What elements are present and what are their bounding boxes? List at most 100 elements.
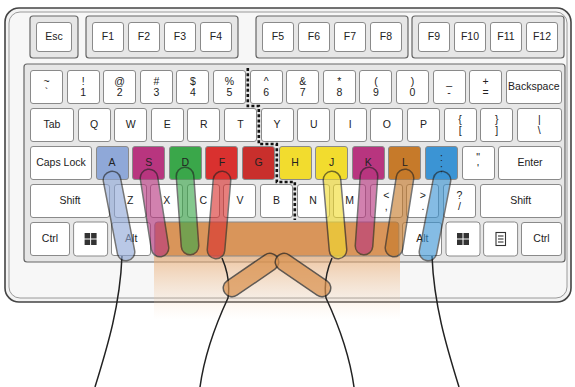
finger xyxy=(112,180,126,252)
key-label: Y xyxy=(274,119,281,130)
key-label: { xyxy=(458,114,462,125)
keyboard-key: F2 xyxy=(128,22,160,52)
key-label: P xyxy=(420,119,427,130)
thumb-zone-glow xyxy=(154,256,400,320)
keyboard-key: I xyxy=(334,108,367,142)
key-label: & xyxy=(299,76,306,87)
finger-fill xyxy=(284,262,322,288)
key-label: | xyxy=(538,114,541,125)
key-label: L xyxy=(402,157,408,168)
key-label: . xyxy=(421,201,424,212)
menu-icon-line xyxy=(498,235,504,236)
finger-fill xyxy=(216,180,222,250)
keyboard-key: F11 xyxy=(490,22,522,52)
keyboard-key: C xyxy=(187,184,220,218)
windows-icon-pane xyxy=(85,233,91,239)
key-label: ; xyxy=(440,163,443,174)
keyboard-key: _- xyxy=(433,70,466,104)
key-label: F1 xyxy=(102,31,114,42)
key-label: B xyxy=(273,195,280,206)
key-label: 7 xyxy=(300,87,306,98)
finger xyxy=(428,180,442,252)
keyboard-key: #3 xyxy=(140,70,173,104)
menu-icon-frame xyxy=(496,233,506,246)
keyboard-key: G xyxy=(242,146,275,180)
keyboard-key: R xyxy=(187,108,220,142)
keyboard-key: Y xyxy=(261,108,294,142)
key-label: Alt xyxy=(416,233,428,244)
finger-outline xyxy=(232,262,270,288)
keyboard-key: )0 xyxy=(396,70,429,104)
windows-icon-pane xyxy=(85,240,91,246)
keyboard-key: P xyxy=(407,108,440,142)
key-label: F8 xyxy=(380,31,392,42)
keyboard-key: Shift xyxy=(30,184,110,218)
key-label: Caps Lock xyxy=(36,157,86,168)
key-label: [ xyxy=(459,125,462,136)
key-label: ^ xyxy=(264,76,269,87)
key-group-outline xyxy=(30,16,78,58)
key-label: F5 xyxy=(272,31,284,42)
key-label: Alt xyxy=(125,233,137,244)
keyboard-key: |\ xyxy=(517,108,562,142)
key-label: Shift xyxy=(510,195,531,206)
finger xyxy=(185,176,190,246)
finger xyxy=(149,178,160,248)
windows-key xyxy=(446,222,480,256)
key-group-outline xyxy=(412,16,564,58)
keyboard-key: ?/ xyxy=(443,184,476,218)
keyboard-key: F9 xyxy=(418,22,450,52)
keyboard-key: A xyxy=(96,146,129,180)
keyboard-key: J xyxy=(315,146,348,180)
key-label: K xyxy=(365,157,372,168)
key-label: F7 xyxy=(344,31,356,42)
keyboard-key: B xyxy=(260,184,293,218)
keyboard-key: Tab xyxy=(30,108,74,142)
key-label: F11 xyxy=(497,31,514,42)
keyboard-key: >. xyxy=(406,184,439,218)
key-label: ] xyxy=(495,125,498,136)
key-label: C xyxy=(200,195,208,206)
windows-icon-pane xyxy=(91,233,97,239)
key-label: * xyxy=(337,76,341,87)
keyboard-key: Enter xyxy=(498,146,562,180)
finger-fill xyxy=(185,176,190,246)
keyboard-key: Ctrl xyxy=(30,222,70,256)
key-label: $ xyxy=(190,76,196,87)
keyboard-key: F8 xyxy=(370,22,402,52)
key-label: E xyxy=(164,119,171,130)
keyboard-key: Esc xyxy=(36,22,72,52)
key-label: 1 xyxy=(80,87,86,98)
key-label: ` xyxy=(45,87,49,98)
finger-outline xyxy=(149,178,160,248)
keyboard-key: F3 xyxy=(164,22,196,52)
key-label: ( xyxy=(374,76,378,87)
key-label: # xyxy=(153,76,159,87)
keyboard-key: }] xyxy=(480,108,513,142)
finger xyxy=(364,176,369,246)
keyboard-key: Backspace xyxy=(506,70,562,104)
key-label: / xyxy=(458,201,461,212)
keyboard-key: M xyxy=(333,184,366,218)
key-label: " xyxy=(476,152,480,163)
key-label: ) xyxy=(411,76,415,87)
keyboard-key: F12 xyxy=(526,22,558,52)
palm-outline xyxy=(95,256,122,387)
key-label: F2 xyxy=(138,31,150,42)
keyboard-key: F6 xyxy=(298,22,330,52)
keyboard-key: <, xyxy=(370,184,403,218)
windows-icon xyxy=(457,233,469,245)
finger-fill xyxy=(332,180,338,250)
keyboard-key: Alt xyxy=(402,222,442,256)
key-label: H xyxy=(291,157,299,168)
finger-fill xyxy=(394,178,405,248)
key-label: 6 xyxy=(263,87,269,98)
keyboard-key: Alt xyxy=(111,222,151,256)
keyboard-key: ~` xyxy=(30,70,63,104)
keyboard-key: S xyxy=(132,146,165,180)
key-label: N xyxy=(309,195,317,206)
key-label: } xyxy=(495,114,499,125)
key-label: 2 xyxy=(117,87,123,98)
